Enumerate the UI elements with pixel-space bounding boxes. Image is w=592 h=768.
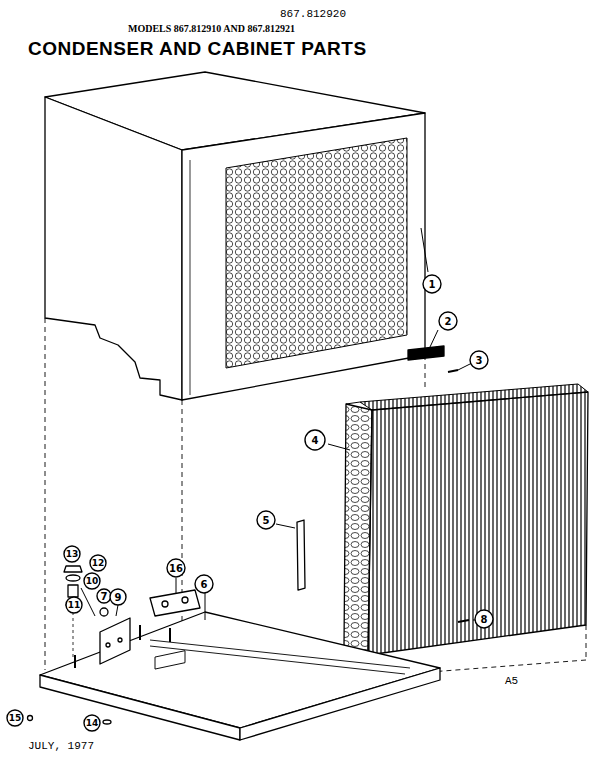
- date-note: JULY, 1977: [28, 740, 94, 752]
- callout-number: 4: [312, 435, 319, 446]
- callout-circle: [64, 546, 80, 562]
- coil-end-plate: [344, 404, 372, 655]
- callout-circle: [84, 573, 100, 589]
- callout-circle: [97, 589, 111, 603]
- base-pan: [40, 612, 440, 728]
- callout-number: 15: [9, 713, 22, 723]
- callout-circle: [470, 351, 488, 369]
- sheet-code: A5: [505, 675, 518, 687]
- screw: [103, 720, 111, 724]
- callout-number: 7: [101, 591, 108, 602]
- callout-number: 9: [115, 592, 122, 603]
- nut: [100, 608, 108, 616]
- callout-number: 13: [66, 549, 79, 559]
- cabinet-front: [182, 113, 425, 400]
- callout-circle: [195, 575, 213, 593]
- diagram-title: CONDENSER AND CABINET PARTS: [28, 38, 367, 60]
- callout-circle: [439, 312, 457, 330]
- callout-number: 11: [68, 600, 81, 610]
- grommet: [68, 585, 78, 597]
- callout-number: 8: [481, 614, 488, 625]
- model-numbers: MODELS 867.812910 AND 867.812921: [128, 23, 295, 34]
- washer: [66, 575, 80, 581]
- callout-number: 14: [86, 718, 99, 728]
- callout-number: 3: [476, 355, 483, 366]
- callout-number: 10: [86, 576, 99, 586]
- callout-circle: [257, 511, 275, 529]
- mounting-bracket: [100, 618, 130, 664]
- header-number: 867.812920: [280, 8, 346, 20]
- coil-bracket: [297, 520, 305, 590]
- callout-circle: [7, 710, 23, 726]
- mounting-plate: [150, 590, 200, 616]
- callout-circle: [475, 610, 493, 628]
- callout-circle: [90, 555, 106, 571]
- callout-circle: [167, 559, 185, 577]
- callout-circle: [66, 597, 82, 613]
- cabinet-grille: [226, 138, 407, 368]
- callout-circle: [305, 430, 325, 450]
- condenser-coil-fins: [368, 392, 588, 655]
- callout-circle: [84, 715, 100, 731]
- callout-number: 1: [429, 279, 436, 290]
- nut: [64, 566, 82, 572]
- cabinet-side: [45, 97, 182, 400]
- callout-number: 2: [445, 316, 452, 327]
- callout-number: 5: [263, 515, 270, 526]
- callout-number: 6: [201, 579, 208, 590]
- screw: [448, 370, 458, 372]
- callout-circle: [423, 275, 441, 293]
- callout-number: 16: [169, 563, 183, 574]
- callout-circle: [110, 589, 126, 605]
- gasket-strip: [408, 346, 444, 360]
- screw: [28, 716, 33, 721]
- callout-number: 12: [92, 558, 105, 568]
